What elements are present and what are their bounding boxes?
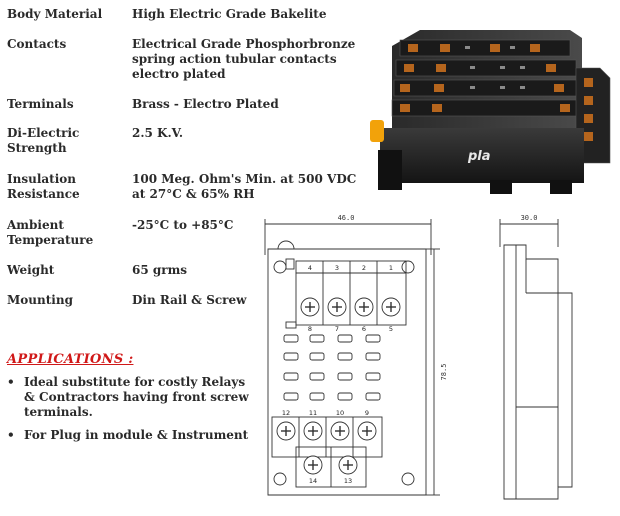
spec-value-mounting: Din Rail & Screw: [132, 293, 247, 307]
spec-value-weight: 65 grms: [132, 263, 188, 277]
spec-value-contacts: Electrical Grade Phosphorbronze spring a…: [132, 37, 356, 81]
spec-label-mounting: Mounting: [7, 293, 73, 307]
bullet-icon: •: [7, 428, 15, 442]
applications-heading: APPLICATIONS :: [7, 352, 134, 367]
width-dimension: 46.0: [338, 214, 355, 222]
spec-label-body-material: Body Material: [7, 7, 103, 21]
spec-label-ambient: Ambient Temperature: [7, 218, 94, 247]
terminal-number: 12: [282, 409, 290, 417]
terminal-number: 8: [308, 325, 312, 333]
terminal-number: 1: [389, 264, 393, 272]
application-item: • Ideal substitute for costly Relays & C…: [7, 375, 252, 420]
terminal-number: 3: [335, 264, 339, 272]
terminal-number: 10: [336, 409, 344, 417]
relay-base-photo: pla: [370, 30, 611, 194]
spec-value-dielectric: 2.5 K.V.: [132, 126, 184, 140]
side-dimension: 30.0: [521, 214, 538, 222]
spec-value-terminals: Brass - Electro Plated: [132, 97, 279, 111]
terminal-number: 11: [309, 409, 317, 417]
spec-label-dielectric: Di-Electric Strength: [7, 126, 80, 155]
spec-value-ambient: -25°C to +85°C: [132, 218, 234, 232]
brand-logo: pla: [467, 149, 491, 164]
bullet-icon: •: [7, 375, 15, 389]
terminal-number: 7: [335, 325, 339, 333]
spec-label-contacts: Contacts: [7, 37, 67, 51]
application-item-text: Ideal substitute for costly Relays & Con…: [24, 375, 249, 419]
spec-label-terminals: Terminals: [7, 97, 74, 111]
height-dimension: 78.5: [440, 364, 448, 381]
spec-label-weight: Weight: [7, 263, 55, 277]
terminal-number: 13: [344, 477, 352, 485]
terminal-number: 2: [362, 264, 366, 272]
spec-value-body-material: High Electric Grade Bakelite: [132, 7, 327, 21]
spec-value-insulation: 100 Meg. Ohm's Min. at 500 VDC at 27°C &…: [132, 172, 357, 201]
terminal-number: 6: [362, 325, 366, 333]
dimension-drawing: 46.0 78.5 30.0 4 3 2 1 8 7 6 5 12 11 10 …: [264, 214, 573, 500]
terminal-number: 14: [309, 477, 317, 485]
spec-label-insulation: Insulation Resistance: [7, 172, 80, 201]
terminal-number: 4: [308, 264, 312, 272]
application-item: • For Plug in module & Instrument: [7, 428, 252, 443]
application-item-text: For Plug in module & Instrument: [24, 428, 249, 442]
terminal-number: 9: [365, 409, 369, 417]
terminal-number: 5: [389, 325, 393, 333]
